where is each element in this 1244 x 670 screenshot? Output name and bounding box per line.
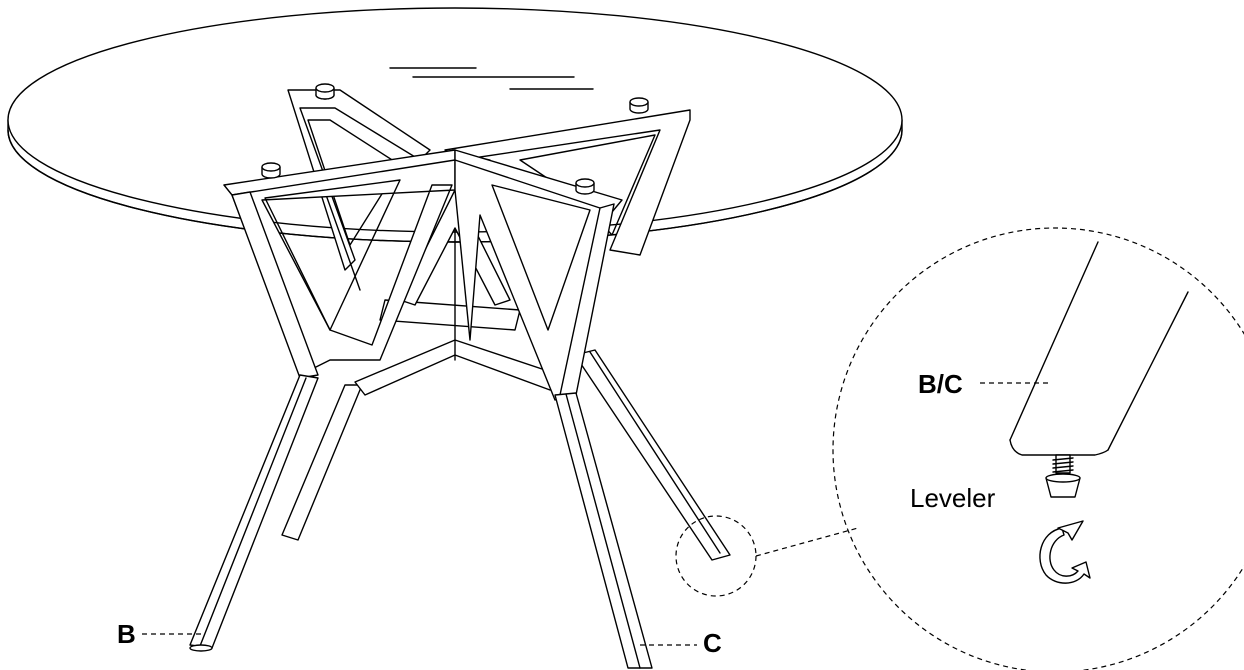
- rotate-arrow-icon: [1039, 520, 1091, 584]
- leg-b: [189, 374, 319, 652]
- label-c: C: [703, 628, 722, 658]
- back-leg-left: [281, 384, 363, 541]
- callout-c: C: [640, 628, 722, 658]
- frame-front-right: [454, 149, 623, 401]
- leveler-foot: [1045, 473, 1081, 498]
- support-pad-1: [315, 83, 335, 100]
- detail-view: B/C Leveler: [832, 227, 1244, 670]
- back-leg-right: [574, 349, 731, 561]
- callout-b: B: [117, 619, 203, 649]
- support-pad-2: [629, 97, 649, 114]
- label-bc: B/C: [918, 369, 963, 399]
- support-pad-4: [575, 178, 595, 195]
- label-leveler: Leveler: [910, 483, 996, 513]
- detail-source-circle: [675, 515, 859, 597]
- detail-leg: [1009, 241, 1189, 456]
- callout-bc: B/C: [918, 369, 1052, 399]
- support-pad-3: [261, 162, 281, 179]
- glass-reflection-lines: [389, 67, 594, 90]
- leveler-screw: [1052, 454, 1074, 474]
- leg-c: [554, 392, 653, 669]
- label-b: B: [117, 619, 136, 649]
